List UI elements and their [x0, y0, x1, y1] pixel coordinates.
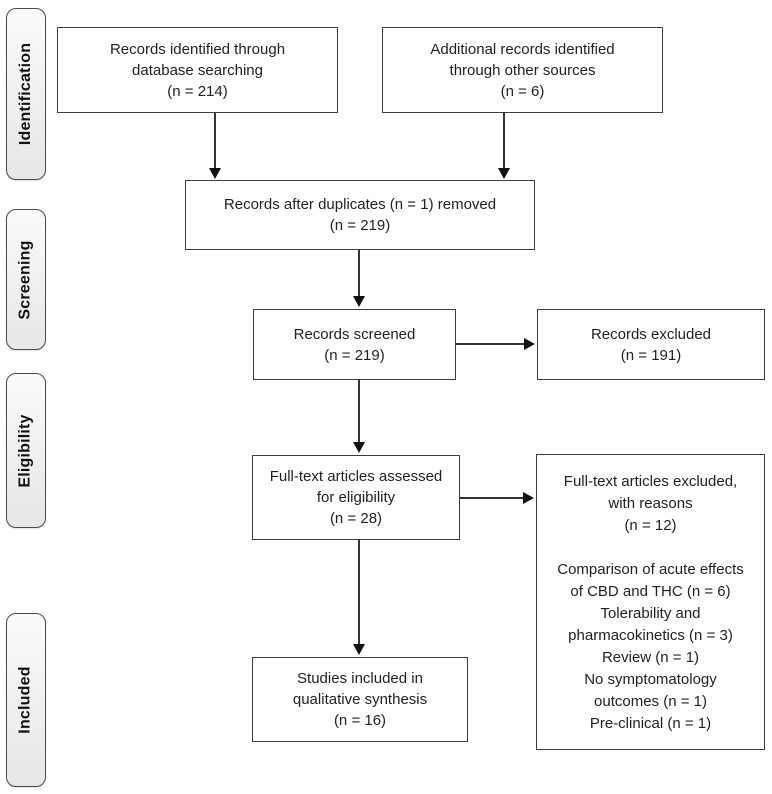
stage-label-eligibility: Eligibility	[6, 373, 46, 528]
box-text-line: Review (n = 1)	[601, 649, 700, 666]
box-text-line: of CBD and THC (n = 6)	[570, 583, 731, 600]
box-text-line: Pre-clinical (n = 1)	[589, 715, 712, 732]
arrowhead-down-icon	[353, 296, 365, 307]
box-text-line: database searching	[132, 61, 263, 79]
box-text-line: Full-text articles excluded,	[563, 473, 738, 490]
arrowhead-down-icon	[498, 168, 510, 179]
stage-label-text: Identification	[17, 42, 35, 146]
arrowhead-right-icon	[524, 338, 535, 350]
arrow-line-screened-to-fulltext	[358, 380, 360, 443]
box-text-line: Comparison of acute effects	[557, 561, 744, 578]
arrowhead-down-icon	[353, 644, 365, 655]
box-text-line: qualitative synthesis	[292, 691, 428, 708]
stage-label-screening: Screening	[6, 209, 46, 350]
box-additional-records: Additional records identified through ot…	[382, 27, 663, 113]
box-records-excluded: Records excluded (n = 191)	[537, 309, 765, 380]
stage-label-included: Included	[6, 613, 46, 787]
arrow-line-identified-to-duplicates	[214, 113, 216, 169]
box-text-line: Full-text articles assessed	[269, 468, 443, 485]
box-text-line: Records screened	[293, 325, 416, 343]
box-text-line: outcomes (n = 1)	[594, 693, 707, 710]
box-text-line: Records after duplicates (n = 1) removed	[223, 196, 497, 213]
arrowhead-down-icon	[353, 442, 365, 453]
box-text-line: for eligibility	[316, 489, 396, 506]
box-text-line: Additional records identified	[430, 40, 615, 58]
box-fulltext-excluded: Full-text articles excluded, with reason…	[536, 454, 765, 750]
box-text-line: with reasons	[608, 495, 693, 512]
arrow-line-screened-to-excluded	[456, 343, 524, 345]
stage-label-text: Eligibility	[17, 413, 35, 488]
box-fulltext-assessed: Full-text articles assessed for eligibil…	[252, 455, 460, 540]
arrow-line-additional-to-duplicates	[503, 113, 505, 169]
box-text-line: pharmacokinetics (n = 3)	[568, 627, 733, 644]
box-text-line: Records excluded	[590, 325, 712, 343]
stage-label-text: Screening	[17, 239, 35, 320]
box-text-line: Studies included in	[297, 670, 423, 687]
box-text-line: (n = 12)	[624, 517, 677, 534]
arrowhead-down-icon	[209, 168, 221, 179]
box-text-line: Records identified through	[109, 40, 286, 58]
arrow-line-fulltext-to-included	[358, 540, 360, 645]
box-text-line: (n = 6)	[500, 82, 545, 100]
box-text-line: (n = 191)	[620, 346, 682, 364]
box-text-line: (n = 16)	[333, 712, 387, 729]
box-text-line: (n = 214)	[167, 82, 228, 100]
box-text-line: (n = 28)	[329, 510, 383, 527]
box-text-line: No symptomatology	[584, 671, 717, 688]
stage-label-text: Included	[17, 666, 35, 734]
stage-label-identification: Identification	[6, 8, 46, 180]
arrow-line-fulltext-to-excluded	[460, 497, 523, 499]
box-text-line: through other sources	[449, 61, 596, 79]
box-included-synthesis: Studies included in qualitative synthesi…	[252, 657, 468, 742]
box-text-line: Tolerability and	[600, 605, 701, 622]
arrowhead-right-icon	[523, 492, 534, 504]
arrow-line-duplicates-to-screened	[358, 250, 360, 297]
box-text-line: (n = 219)	[329, 217, 391, 234]
box-records-screened: Records screened (n = 219)	[253, 309, 456, 380]
box-records-identified: Records identified through database sear…	[57, 27, 338, 113]
box-records-after-duplicates: Records after duplicates (n = 1) removed…	[185, 180, 535, 250]
box-text-line: (n = 219)	[324, 346, 385, 364]
